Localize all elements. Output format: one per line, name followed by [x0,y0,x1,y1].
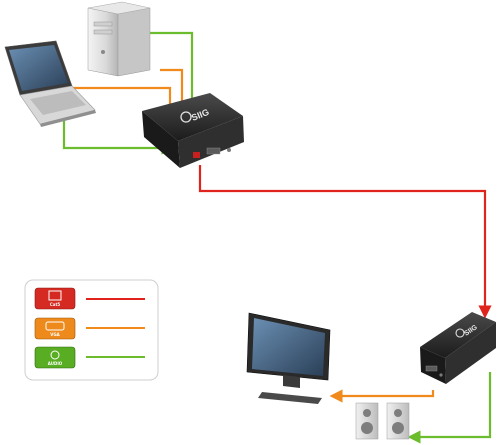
cable-audio-laptop [62,118,175,155]
receiver-vga-port-icon [425,365,438,372]
cable-vga-desktop [160,68,189,119]
legend-label-cat5: Cat5 [50,302,61,307]
lcd-monitor-icon [246,312,331,404]
cable-audio-desktop [140,31,199,119]
vga-connector-icon [45,321,65,331]
cable-cat5 [198,165,492,319]
audio-port-icon [227,148,231,152]
laptop-icon [4,40,96,127]
ethernet-port-icon [193,152,200,158]
legend-label-audio: AUDIO [48,361,63,366]
transmitter-logo-icon [180,111,192,123]
ethernet-port-icon [48,290,62,301]
legend-item-cat5: Cat5 [34,287,145,310]
audio-jack-icon [50,350,60,360]
legend: Cat5 VGA AUDIO [24,279,159,381]
receiver-logo-icon [455,328,465,338]
legend-item-vga: VGA [34,317,145,340]
desktop-tower-icon [87,1,151,77]
cable-vga-monitor [329,389,435,403]
cable-audio-speakers [407,372,492,444]
receiver-unit: SIIG [420,312,496,384]
receiver-audio-port-icon [439,373,443,377]
transmitter-unit: SIIG [142,93,244,168]
speaker-icon [355,402,410,440]
legend-label-vga: VGA [50,332,60,337]
vga-port-icon [206,147,221,155]
legend-item-audio: AUDIO [34,346,145,369]
